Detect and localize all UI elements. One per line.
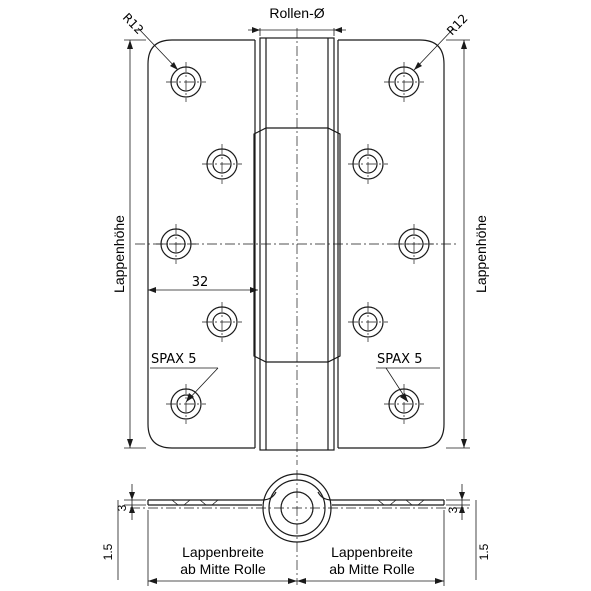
leaf-height-label-right: Lappenhöhe bbox=[473, 215, 489, 293]
roller-diameter-dimension: Rollen-Ø bbox=[248, 5, 346, 36]
leaf-height-dimension-right: Lappenhöhe bbox=[446, 39, 489, 449]
screw-annotation-right: SPAX 5 bbox=[376, 352, 440, 403]
offset-label-right: 1.5 bbox=[477, 543, 491, 560]
screw-holes bbox=[156, 62, 434, 424]
centerlines bbox=[130, 28, 470, 585]
screw-hole bbox=[202, 144, 242, 184]
hole-offset-dimension: 32 bbox=[148, 275, 258, 293]
screw-hole bbox=[394, 224, 434, 264]
leaf-height-dimension-left: Lappenhöhe bbox=[111, 39, 146, 449]
leaf-width-label-left-line1: Lappenbreite bbox=[182, 544, 264, 560]
radius-annotation-right: R12 bbox=[413, 11, 471, 71]
thickness-label-right: 3 bbox=[446, 506, 460, 513]
screw-annotation-left: SPAX 5 bbox=[150, 352, 219, 403]
leaf-width-dimension: Lappenbreite ab Mitte Rolle Lappenbreite… bbox=[147, 510, 445, 586]
thickness-dimension-right: 3 bbox=[446, 484, 470, 520]
leaf-width-label-right-line1: Lappenbreite bbox=[331, 544, 413, 560]
screw-hole bbox=[348, 302, 388, 342]
screw-hole bbox=[202, 302, 242, 342]
screw-label-left: SPAX 5 bbox=[151, 352, 196, 367]
leaf-width-label-left-line2: ab Mitte Rolle bbox=[180, 561, 266, 577]
roller-diameter-label: Rollen-Ø bbox=[269, 5, 324, 21]
screw-hole bbox=[384, 384, 424, 424]
screw-hole bbox=[166, 62, 206, 102]
offset-dimension-right: 1.5 bbox=[475, 500, 491, 580]
leaf-width-label-right-line2: ab Mitte Rolle bbox=[329, 561, 415, 577]
screw-hole bbox=[348, 144, 388, 184]
plan-view bbox=[147, 473, 445, 543]
thickness-label-left: 3 bbox=[115, 504, 129, 511]
offset-dimension-left: 1.5 bbox=[101, 500, 119, 580]
screw-hole bbox=[166, 384, 206, 424]
screw-hole bbox=[156, 224, 196, 264]
screw-hole bbox=[384, 62, 424, 102]
offset-label-left: 1.5 bbox=[101, 543, 115, 560]
thickness-dimension-left: 3 bbox=[115, 484, 146, 520]
screw-label-right: SPAX 5 bbox=[377, 352, 422, 367]
leaf-height-label-left: Lappenhöhe bbox=[111, 215, 127, 293]
hole-offset-label: 32 bbox=[192, 275, 209, 290]
